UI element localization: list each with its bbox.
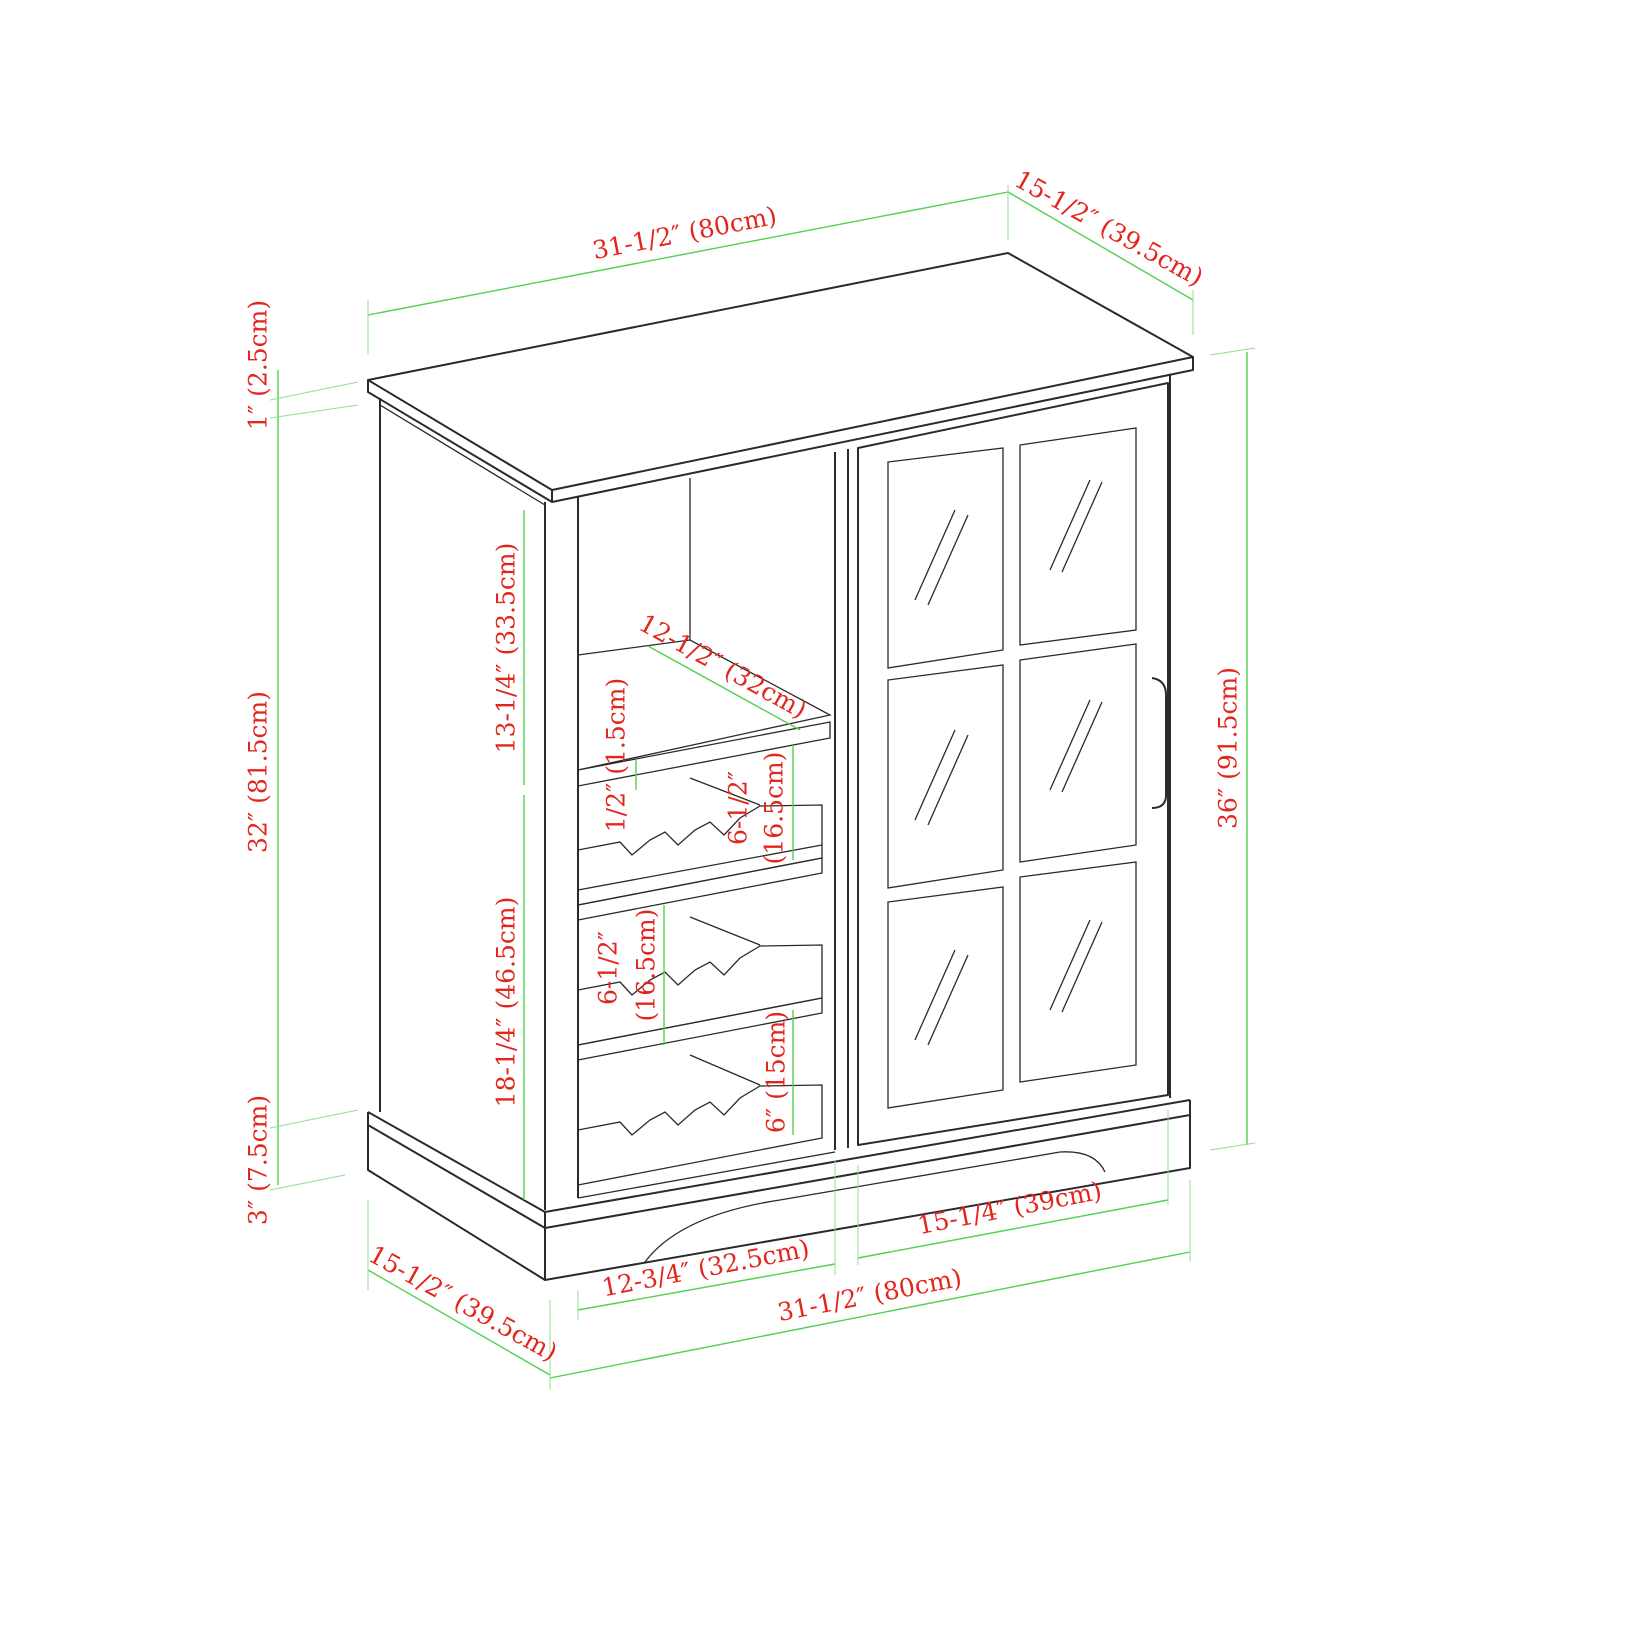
label-open-width: 12-3/4″ (32.5cm): [599, 1234, 811, 1303]
label-body-height: 32″ (81.5cm): [244, 691, 273, 853]
label-rack1-height-cm: (16.5cm): [760, 752, 789, 865]
label-base-height: 3″ (7.5cm): [244, 1095, 273, 1225]
label-rack1-height-in: 6-1/2″: [724, 771, 753, 845]
dimension-lines: [269, 185, 1256, 1390]
cabinet-top-edge: [367, 357, 1194, 503]
cabinet-drawing: [367, 252, 1194, 1281]
label-shelf-depth: 12-1/2″ (32cm): [634, 608, 811, 724]
label-rack3-height: 6″ (15cm): [762, 1011, 791, 1133]
label-total-height: 36″ (91.5cm): [1214, 667, 1243, 829]
label-rack2-height-in: 6-1/2″: [594, 931, 623, 1005]
label-rack-section-height: 18-1/4″ (46.5cm): [492, 897, 521, 1108]
sliding-glass-door: [857, 382, 1169, 1146]
door-handle: [1151, 677, 1167, 809]
wine-racks: [577, 777, 823, 1186]
label-door-width: 15-1/4″ (39cm): [915, 1176, 1104, 1240]
label-shelf-thickness: 1/2″ (1.5cm): [602, 678, 631, 833]
cabinet-base: [367, 1099, 1191, 1281]
label-rack2-height-cm: (16.5cm): [632, 909, 661, 1022]
label-top-depth: 15-1/2″ (39.5cm): [1010, 165, 1208, 292]
label-top-width: 31-1/2″ (80cm): [590, 201, 779, 265]
shelf: [577, 639, 832, 771]
label-bottom-width: 31-1/2″ (80cm): [775, 1263, 964, 1327]
dimension-labels: 31-1/2″ (80cm) 15-1/2″ (39.5cm) 1″ (2.5c…: [244, 165, 1243, 1367]
label-open-compartment-height: 13-1/4″ (33.5cm): [492, 543, 521, 754]
label-bottom-depth: 15-1/2″ (39.5cm): [364, 1240, 562, 1367]
label-top-thickness: 1″ (2.5cm): [244, 300, 273, 430]
